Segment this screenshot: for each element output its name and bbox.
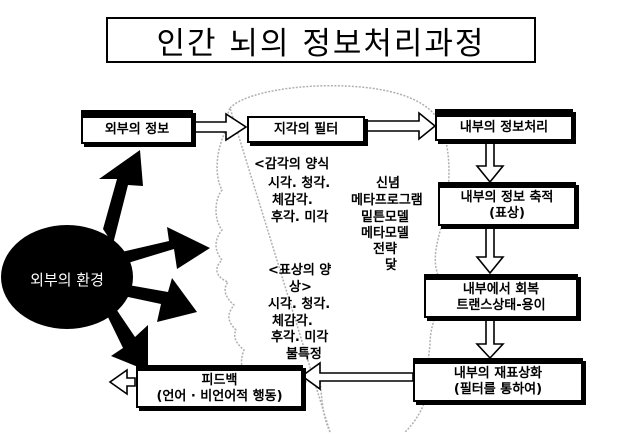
beliefs-line5: 전략 — [373, 242, 397, 257]
internal-recovery-box: 내부에서 회복 트랜스상태-용이 — [424, 274, 578, 318]
arrow-upper — [99, 150, 143, 244]
environment-label: 외부의 환경 — [30, 271, 104, 289]
perceptual-filter-box: 지각의 필터 — [247, 116, 365, 143]
representation-mode-heading2: 상> — [289, 280, 312, 295]
arrow-feedback-to-left — [108, 368, 136, 396]
internal-processing-box: 내부의 정보처리 — [435, 109, 573, 141]
internal-storage-label-2: (표상) — [489, 206, 525, 221]
re-representation-label-2: (필터를 통하여) — [453, 382, 543, 397]
flow-arrows — [108, 111, 505, 396]
arrow-recovery-to-rerepresentation — [475, 317, 505, 360]
sensory-mode-line3: 후각. 미각 — [271, 210, 329, 225]
arrow-rerepresentation-to-feedback — [300, 361, 414, 391]
feedback-label-1: 피드백 — [201, 372, 238, 388]
environment-arrows — [99, 150, 210, 371]
external-info-box: 외부의 정보 — [81, 110, 193, 144]
sensory-mode-line1: 시각. 청각. — [268, 176, 331, 191]
arrow-processing-to-storage — [475, 138, 505, 184]
perceptual-filter-label: 지각의 필터 — [273, 121, 339, 137]
feedback-box: 피드백 (언어 · 비언어적 행동) — [136, 365, 303, 408]
beliefs-line3: 밑튼모델 — [361, 210, 409, 225]
beliefs-line2: 메타프로그램 — [351, 193, 423, 208]
arrow-filter-to-processing — [366, 111, 437, 141]
feedback-label-2: (언어 · 비언어적 행동) — [156, 388, 283, 404]
representation-mode-line2: 체감각. — [272, 314, 313, 329]
representation-mode-line1: 시각. 청각. — [268, 297, 331, 312]
internal-recovery-label-1: 내부에서 회복 — [462, 282, 540, 297]
beliefs-line1: 신념 — [376, 176, 400, 191]
arrow-mid-upper — [117, 227, 210, 269]
arrow-storage-to-recovery — [475, 226, 505, 275]
representation-mode-line4: 불특정 — [286, 347, 322, 362]
re-representation-box: 내부의 재표상화 (필터를 통하여) — [413, 358, 583, 402]
arrow-lower — [104, 300, 148, 371]
sensory-mode-heading: <감각의 양식 — [254, 157, 330, 172]
page-title: 인간 뇌의 정보처리과정 — [106, 17, 536, 63]
re-representation-label-1: 내부의 재표상화 — [453, 366, 543, 381]
arrow-external-to-filter — [192, 112, 248, 142]
internal-storage-box: 내부의 정보 축적 (표상) — [438, 182, 576, 226]
internal-storage-label-1: 내부의 정보 축적 — [460, 190, 554, 205]
representation-mode-heading: <표상의 양 — [268, 263, 332, 278]
environment-ellipse — [1, 225, 133, 329]
internal-processing-label: 내부의 정보처리 — [459, 120, 549, 135]
external-info-label: 외부의 정보 — [104, 122, 170, 137]
internal-recovery-label-2: 트랜스상태-용이 — [456, 298, 546, 313]
arrow-mid-lower — [119, 278, 197, 322]
sensory-mode-line2: 체감각. — [272, 193, 313, 208]
representation-mode-line3: 후각. 미각 — [271, 330, 329, 345]
beliefs-line4: 메타모델 — [361, 226, 409, 241]
beliefs-line6: 닻 — [385, 258, 397, 273]
